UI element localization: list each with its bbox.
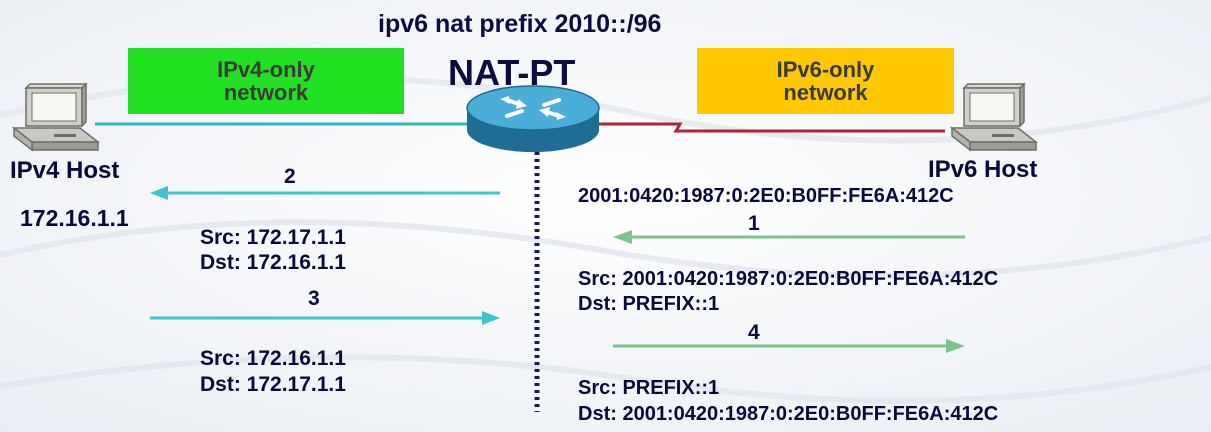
ipv6-network-label-line1: IPv6-only bbox=[776, 56, 875, 82]
computer-icon bbox=[949, 82, 1039, 152]
ipv6-link bbox=[595, 122, 945, 133]
ipv4-network-label-line1: IPv4-only bbox=[217, 56, 315, 82]
router-icon bbox=[466, 85, 600, 152]
flow-step-3-dst: Dst: 172.17.1.1 bbox=[200, 373, 346, 396]
flow-arrow-3 bbox=[150, 311, 500, 325]
ipv4-network-label-line2: network bbox=[223, 80, 309, 105]
ipv6-network-label-line2: network bbox=[783, 80, 868, 105]
flow-step-2-dst: Dst: 172.16.1.1 bbox=[200, 251, 346, 274]
ipv4-network-box: IPv4-only network bbox=[128, 48, 404, 114]
computer-icon bbox=[11, 82, 101, 152]
flow-step-3-src: Src: 172.16.1.1 bbox=[200, 347, 346, 370]
flow-step-4-src: Src: PREFIX::1 bbox=[578, 377, 720, 399]
nat-prefix-title: ipv6 nat prefix 2010::/96 bbox=[378, 10, 662, 38]
flow-arrow-4 bbox=[613, 339, 965, 353]
ipv4-host-address: 172.16.1.1 bbox=[20, 205, 129, 231]
flow-step-2-src: Src: 172.17.1.1 bbox=[200, 226, 346, 249]
router-label: NAT-PT bbox=[448, 52, 576, 93]
flow-step-1-dst: Dst: PREFIX::1 bbox=[578, 293, 720, 315]
flow-step-1-number: 1 bbox=[748, 212, 760, 235]
flow-arrow-2 bbox=[150, 186, 500, 200]
flow-arrow-1 bbox=[613, 230, 965, 244]
ipv6-network-box: IPv6-only network bbox=[697, 48, 954, 114]
flow-step-4-number: 4 bbox=[748, 321, 760, 344]
flow-step-4-dst: Dst: 2001:0420:1987:0:2E0:B0FF:FE6A:412C bbox=[578, 403, 999, 425]
flow-step-3-number: 3 bbox=[308, 287, 320, 310]
ipv4-host-label: IPv4 Host bbox=[10, 157, 120, 184]
ipv6-host-address: 2001:0420:1987:0:2E0:B0FF:FE6A:412C bbox=[578, 185, 954, 207]
flow-step-2-number: 2 bbox=[284, 165, 296, 188]
flow-step-1-src: Src: 2001:0420:1987:0:2E0:B0FF:FE6A:412C bbox=[578, 268, 999, 290]
ipv6-host-label: IPv6 Host bbox=[928, 156, 1038, 183]
